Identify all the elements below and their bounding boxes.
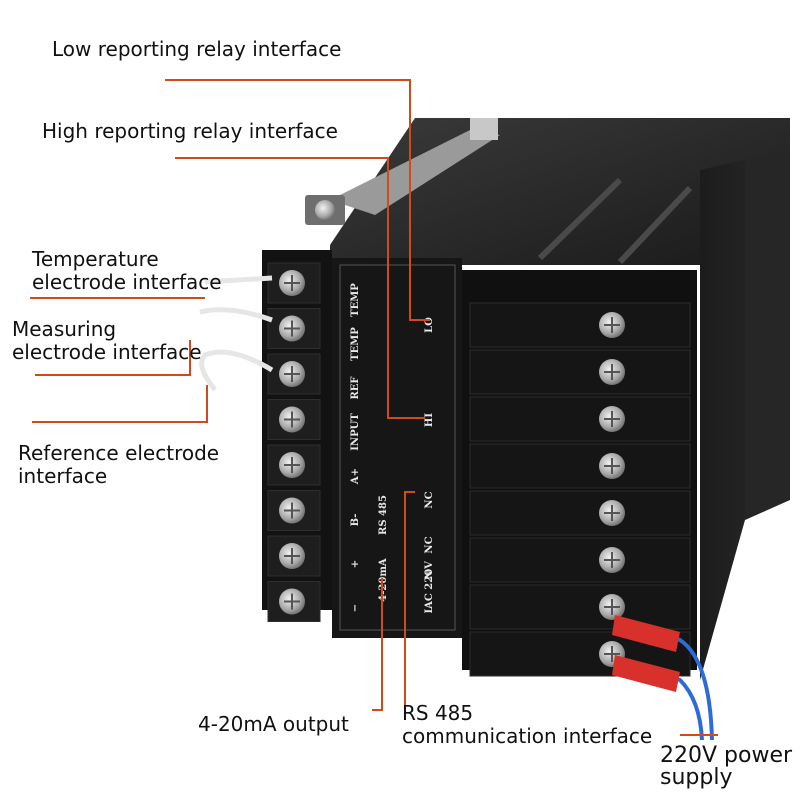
terminal-label-6: + xyxy=(350,560,361,568)
red-wire-1 xyxy=(627,623,714,741)
terminal-label-2: REF xyxy=(350,376,361,399)
right-terminal-slot xyxy=(469,490,691,536)
label-measuring-electrode: Measuring electrode interface xyxy=(12,317,202,364)
label-4-20ma-output: 4-20mA output xyxy=(198,712,349,736)
terminal-label-7: − xyxy=(350,604,361,612)
terminal-label-0: TEMP xyxy=(350,283,361,317)
right-terminal-slot xyxy=(469,396,691,442)
terminal-label-right-0: LO xyxy=(424,317,435,333)
terminal-label-right-3: NC xyxy=(424,536,435,553)
group-label-rs485: RS 485 xyxy=(378,495,389,535)
terminal-label-right-5: L xyxy=(424,606,435,613)
right-terminal-slot xyxy=(469,349,691,395)
terminal-label-right-4: N xyxy=(424,570,435,579)
right-terminal-slot xyxy=(469,537,691,583)
label-high-relay: High reporting relay interface xyxy=(42,119,338,143)
terminal-label-5: B- xyxy=(350,514,361,527)
right-terminal-slot xyxy=(469,443,691,489)
label-low-relay: Low reporting relay interface xyxy=(52,37,342,61)
callout-leaders xyxy=(30,79,718,736)
right-terminal-slot xyxy=(469,584,691,630)
label-reference-electrode: Reference electrode interface xyxy=(18,441,220,488)
temperature-wire xyxy=(204,275,273,285)
measuring-wire xyxy=(199,307,273,323)
red-wire-2 xyxy=(627,663,704,741)
rear-label-panel xyxy=(332,258,462,638)
label-temperature-electrode: Temperature electrode interface xyxy=(32,247,222,294)
terminal-label-right-2: NC xyxy=(424,491,435,508)
terminal-label-right-1: HI xyxy=(424,413,435,427)
label-rs485-communication: RS 485 communication interface xyxy=(402,701,653,748)
terminal-label-1: TEMP xyxy=(350,327,361,361)
mounting-bracket xyxy=(330,130,500,215)
reference-wire xyxy=(199,349,274,392)
group-label-4-20ma: 4-20mA xyxy=(378,558,389,602)
right-terminal-slot xyxy=(469,302,691,348)
label-220v-power-supply: 220V power supply xyxy=(660,743,793,790)
group-label-ac220v: AC 220V xyxy=(424,561,435,610)
terminal-label-4: A+ xyxy=(350,468,361,485)
terminal-label-3: INPUT xyxy=(350,413,361,451)
